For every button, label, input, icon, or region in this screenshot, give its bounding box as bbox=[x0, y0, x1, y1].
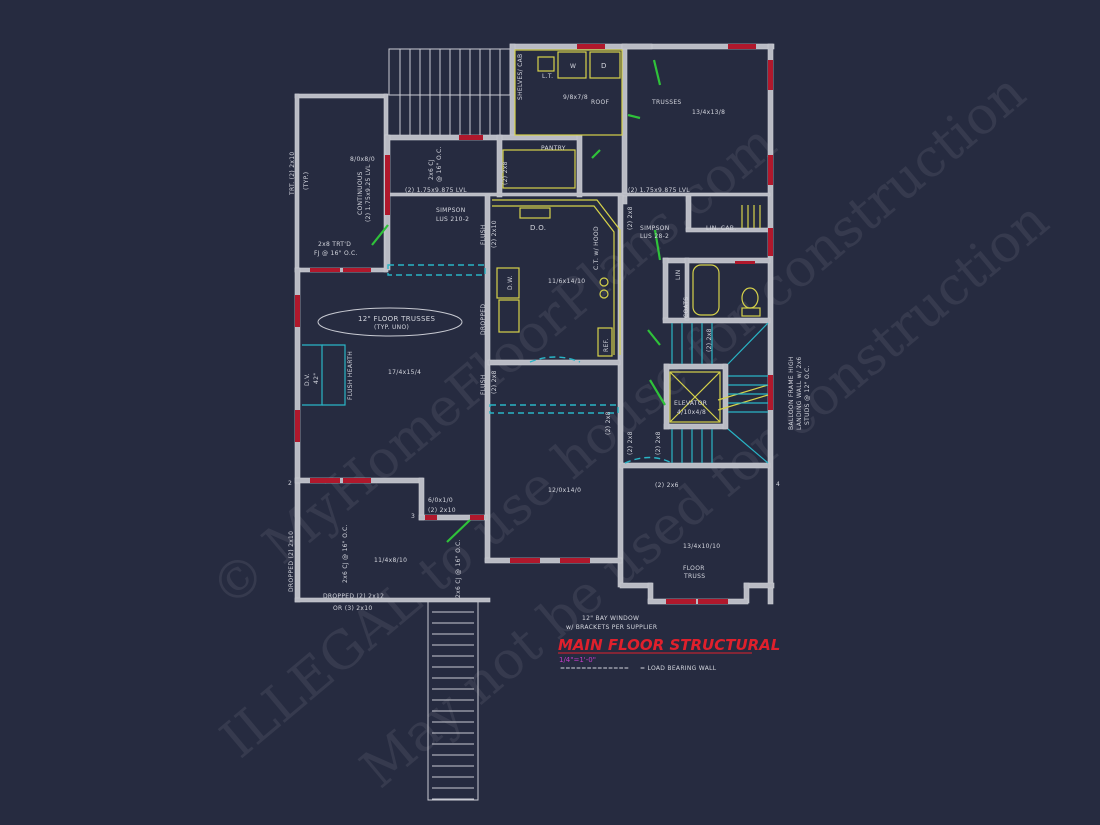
label-hdr-2x8-d: (2) 2x8 bbox=[605, 411, 612, 435]
label-laundry-dim: 9/8x7/8 bbox=[563, 94, 588, 101]
rear-stairs bbox=[388, 48, 511, 135]
label-dryer: D bbox=[601, 62, 607, 70]
label-flush-hearth: FLUSH HEARTH bbox=[347, 351, 354, 400]
title-block: MAIN FLOOR STRUCTURAL 1/4"=1'-0" =======… bbox=[558, 636, 780, 672]
label-lvl-beam-right: (2) 1.75x9.875 LVL bbox=[628, 187, 690, 194]
label-dv: D.V. bbox=[304, 373, 311, 386]
label-lus-left: LUS 210-2 bbox=[436, 216, 469, 223]
label-balloon-3: STUDS @ 12" O.C. bbox=[804, 365, 811, 425]
label-floor-truss-2: TRUSS bbox=[683, 573, 705, 580]
label-hdr-2x10-b: (2) 2x10 bbox=[428, 507, 456, 514]
label-do: D.O. bbox=[530, 224, 546, 232]
label-roof: ROOF bbox=[591, 99, 610, 106]
label-lt: L.T. bbox=[542, 73, 553, 80]
label-hdr-2x6: (2) 2x6 bbox=[655, 482, 679, 489]
label-kitchen-dim: 11/6x14/10 bbox=[548, 278, 585, 285]
label-bay-window: 12" BAY WINDOW bbox=[582, 615, 639, 622]
label-flush-mid: FLUSH bbox=[480, 374, 487, 395]
label-hdr-6010: 6/0x1/0 bbox=[428, 497, 453, 504]
windows bbox=[295, 44, 773, 604]
label-dropped-hdr: DROPPED bbox=[480, 304, 487, 335]
label-elevator: ELEVATOR bbox=[674, 400, 707, 407]
dashed-beams bbox=[302, 264, 673, 464]
label-bed-top-dim: 13/4x13/8 bbox=[692, 109, 725, 116]
front-stairs bbox=[427, 599, 479, 801]
label-dv-size: 42" bbox=[313, 373, 320, 384]
label-hood: C.T. w/ HOOD bbox=[593, 226, 600, 270]
legend-symbol: ============= bbox=[560, 665, 629, 672]
label-washer: W bbox=[570, 63, 576, 70]
label-hdr-2x8-c: (2) 2x8 bbox=[491, 370, 498, 394]
label-oc-top: @ 16" O.C. bbox=[436, 146, 443, 182]
label-balloon-2: LANDING WALL w/ 2x6 bbox=[796, 356, 803, 430]
label-floor-trusses: 12" FLOOR TRUSSES bbox=[358, 315, 436, 323]
watermark-line-3: May not be used for construction bbox=[350, 190, 1060, 800]
label-hdr-2x8-e: (2) 2x8 bbox=[627, 431, 634, 455]
label-hdr-2x8-f: (2) 2x8 bbox=[655, 431, 662, 455]
label-great-dim: 17/4x15/4 bbox=[388, 369, 421, 376]
label-pantry: PANTRY bbox=[541, 145, 566, 152]
label-marker-4: 4 bbox=[776, 481, 780, 488]
label-floor-truss-1: FLOOR bbox=[683, 565, 705, 572]
label-hdr-2x8-a: (2) 2x8 bbox=[627, 206, 634, 230]
label-dining-dim: 12/0x14/0 bbox=[548, 487, 581, 494]
label-trusses: TRUSSES bbox=[651, 99, 682, 106]
label-balloon-1: BALLOON FRAME HIGH bbox=[788, 356, 795, 430]
label-hdr-2x10-v: (2) 2x10 bbox=[491, 220, 498, 248]
label-bay-brackets: w/ BRACKETS PER SUPPLIER bbox=[566, 624, 657, 631]
drawing-scale: 1/4"=1'-0" bbox=[559, 656, 596, 664]
legend-text: = LOAD BEARING WALL bbox=[640, 665, 717, 672]
label-continuous: CONTINUOUS bbox=[357, 171, 364, 215]
drawing-title: MAIN FLOOR STRUCTURAL bbox=[558, 636, 780, 654]
label-study-dim: 13/4x10/10 bbox=[683, 543, 720, 550]
stair-winder bbox=[727, 428, 769, 464]
label-dropped-bottom: DROPPED (2) 2x12 bbox=[323, 593, 384, 600]
label-trt-left: TRT. (2) 2x10 bbox=[289, 152, 296, 196]
label-lin-cab: LIN. CAB. bbox=[706, 225, 736, 232]
label-lvl-beam-left: (2) 1.75x9.875 LVL bbox=[405, 187, 467, 194]
elevator-stair-lines bbox=[671, 322, 769, 464]
label-simpson-left: SIMPSON bbox=[436, 207, 466, 214]
doors bbox=[371, 59, 666, 543]
label-marker-2: 2 bbox=[288, 480, 292, 487]
label-dw: D.W. bbox=[507, 275, 514, 290]
label-lin: LIN bbox=[675, 269, 682, 280]
label-simpson-right: SIMPSON bbox=[640, 225, 670, 232]
label-elevator-dim: 4/10x4/8 bbox=[677, 409, 706, 416]
label-flush-top: FLUSH bbox=[480, 224, 487, 245]
label-coats: COATS bbox=[683, 297, 690, 318]
fixtures bbox=[492, 49, 769, 423]
watermark: © MyHomeFloorPlans.com ILLEGAL to use ho… bbox=[200, 62, 1060, 800]
label-hdr-2x8-b: (2) 2x8 bbox=[706, 328, 713, 352]
room-labels: SHELVES/ CAB L.T. W D 9/8x7/8 ROOF TRUSS… bbox=[288, 54, 811, 631]
label-pantry-hdr: (2) 2x8 bbox=[502, 161, 509, 185]
label-typ-uno: (TYP. UNO) bbox=[374, 324, 409, 331]
label-typ: (TYP.) bbox=[303, 172, 310, 190]
label-porch-dim: 11/4x8/10 bbox=[374, 557, 407, 564]
label-cj-left: 2x6 CJ @ 16" O.C. bbox=[342, 524, 349, 583]
label-fj: FJ @ 16" O.C. bbox=[314, 250, 358, 257]
label-shelves-cab: SHELVES/ CAB bbox=[517, 54, 524, 100]
label-hdr-8010: 8/0x8/0 bbox=[350, 156, 375, 163]
label-marker-3: 3 bbox=[411, 513, 415, 520]
label-trtd: 2x8 TRT'D bbox=[318, 241, 351, 248]
label-dropped-left: DROPPED (2) 2x10 bbox=[288, 531, 295, 592]
label-or-3: OR (3) 2x10 bbox=[333, 605, 373, 612]
label-lus-right: LUS 28-2 bbox=[640, 233, 669, 240]
label-lvl-925: (2) 1.75x9.25 LVL bbox=[365, 164, 372, 222]
stair-winder bbox=[727, 322, 769, 365]
label-cj-top: 2x6 CJ bbox=[428, 159, 435, 180]
label-ref: REF. bbox=[603, 338, 610, 352]
label-cj-right: 2x6 CJ @ 16" O.C. bbox=[455, 539, 462, 598]
